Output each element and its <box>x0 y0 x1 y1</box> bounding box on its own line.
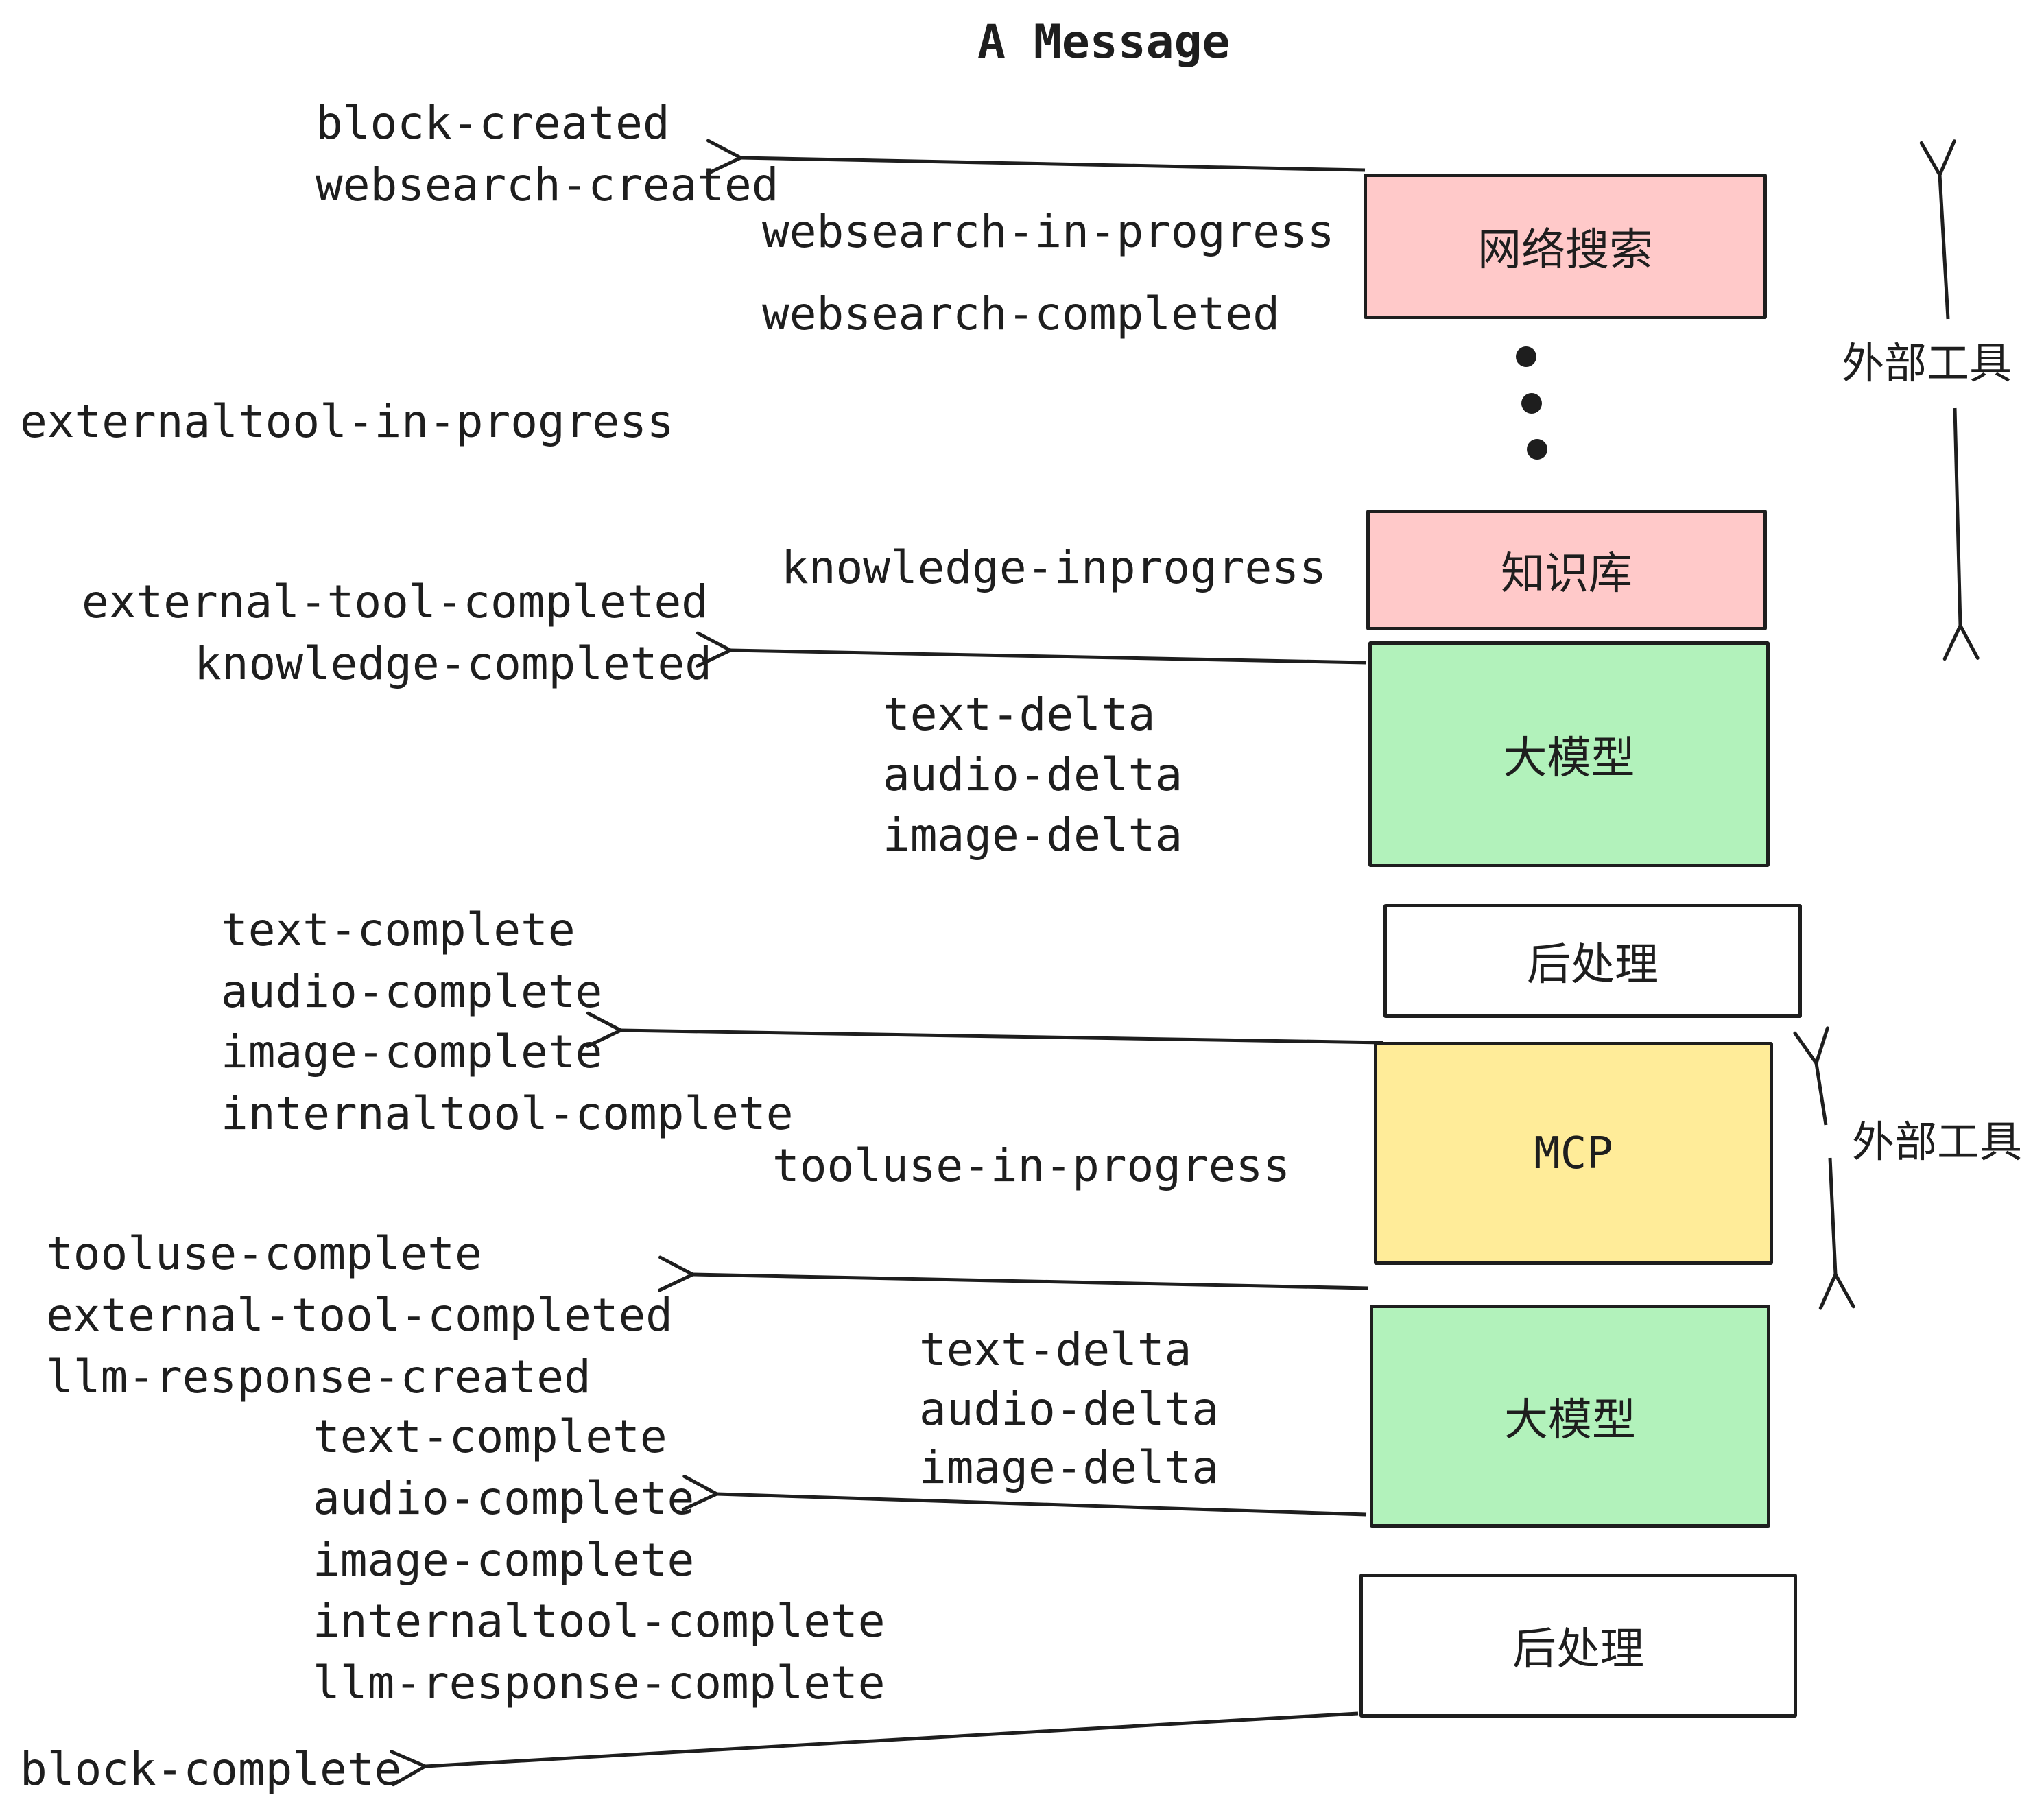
event-knowledge-completed: knowledge-completed <box>194 637 712 690</box>
event-websearch-in-progress: websearch-in-progress <box>762 205 1335 258</box>
event-knowledge-inprogress: knowledge-inprogress <box>781 541 1327 594</box>
arrow-knowledge-completed <box>696 631 1367 668</box>
arrow-tooluse-complete <box>658 1255 1369 1292</box>
event-text-complete-2: text-complete <box>313 1410 667 1463</box>
event-audio-delta-2: audio-delta <box>919 1383 1220 1436</box>
event-externaltool-in-progress: externaltool-in-progress <box>20 395 674 448</box>
event-text-complete: text-complete <box>221 903 575 956</box>
box-mcp-label: MCP <box>1534 1128 1613 1179</box>
event-image-delta: image-delta <box>883 809 1183 862</box>
external-tools-label-top: 外部工具 <box>1842 338 2012 388</box>
event-tooluse-in-progress: tooluse-in-progress <box>772 1139 1290 1192</box>
arrow-block-complete <box>390 1711 1359 1787</box>
event-audio-complete-2: audio-complete <box>313 1472 695 1525</box>
event-websearch-created: websearch-created <box>316 158 779 211</box>
event-external-tool-completed-2: external-tool-completed <box>46 1289 673 1342</box>
event-llm-response-complete: llm-response-complete <box>313 1657 886 1709</box>
event-audio-complete: audio-complete <box>221 965 603 1018</box>
event-block-complete: block-complete <box>20 1743 402 1796</box>
external-tools-up-arrow <box>1919 139 1956 320</box>
external-tools-down-arrow <box>1942 407 1980 661</box>
page-title: A Message <box>977 15 1231 69</box>
box-websearch: 网络搜索 <box>1364 174 1767 319</box>
ellipsis-dot <box>1516 346 1536 367</box>
event-internaltool-complete: internaltool-complete <box>221 1087 794 1140</box>
box-websearch-label: 网络搜索 <box>1477 225 1653 276</box>
ellipsis-dot <box>1527 439 1547 460</box>
event-text-delta: text-delta <box>883 688 1156 741</box>
external-tools-label-mcp: 外部工具 <box>1852 1117 2023 1167</box>
box-knowledge-label: 知识库 <box>1501 549 1632 600</box>
event-external-tool-completed: external-tool-completed <box>82 575 709 628</box>
event-image-delta-2: image-delta <box>919 1441 1220 1494</box>
event-websearch-completed: websearch-completed <box>762 287 1280 340</box>
arrow-image-complete <box>586 1011 1384 1048</box>
event-image-complete: image-complete <box>221 1025 603 1078</box>
arrow-websearch-created <box>706 139 1366 176</box>
box-mcp: MCP <box>1374 1042 1773 1265</box>
event-tooluse-complete: tooluse-complete <box>46 1227 482 1280</box>
box-llm-1-label: 大模型 <box>1503 733 1635 784</box>
ellipsis-dot <box>1521 393 1542 414</box>
box-llm-1: 大模型 <box>1368 641 1770 867</box>
box-post-2-label: 后处理 <box>1512 1624 1644 1675</box>
box-llm-2-label: 大模型 <box>1504 1394 1636 1446</box>
event-image-complete-2: image-complete <box>313 1534 695 1587</box>
box-knowledge: 知识库 <box>1366 510 1767 630</box>
box-post-1-label: 后处理 <box>1527 940 1659 990</box>
box-llm-2: 大模型 <box>1370 1305 1770 1528</box>
box-post-1: 后处理 <box>1383 904 1802 1018</box>
mcp-external-tools-down-arrow <box>1818 1157 1855 1310</box>
event-audio-delta: audio-delta <box>883 748 1183 801</box>
event-text-delta-2: text-delta <box>919 1323 1192 1376</box>
event-llm-response-created: llm-response-created <box>46 1351 591 1403</box>
mcp-external-tools-up-arrow <box>1793 1026 1829 1126</box>
box-post-2: 后处理 <box>1359 1574 1797 1718</box>
event-internaltool-complete-2: internaltool-complete <box>313 1595 886 1648</box>
arrow-audio-complete <box>681 1474 1367 1517</box>
event-block-created: block-created <box>316 97 670 150</box>
